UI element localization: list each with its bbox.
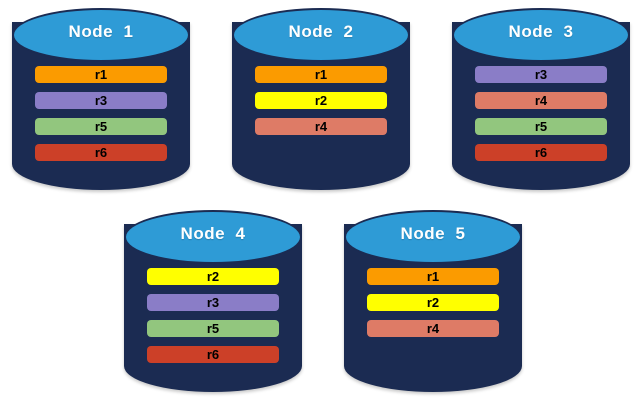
cylinder-top-ellipse [12, 8, 190, 62]
replica-bar[interactable]: r2 [147, 268, 279, 285]
replica-bar[interactable]: r3 [147, 294, 279, 311]
replica-bar[interactable]: r6 [147, 346, 279, 363]
replica-bar-list: r1 r2 r4 [255, 66, 387, 135]
replica-bar[interactable]: r4 [367, 320, 499, 337]
cylinder-top-ellipse [344, 210, 522, 264]
replica-bar[interactable]: r4 [255, 118, 387, 135]
node-cylinder[interactable]: Node 3 r3 r4 r5 r6 [452, 8, 630, 190]
replica-bar[interactable]: r5 [147, 320, 279, 337]
node-label: Node 4 [180, 224, 246, 243]
node-label: Node 2 [288, 22, 354, 41]
replica-bar[interactable]: r1 [35, 66, 167, 83]
replica-bar-list: r2 r3 r5 r6 [147, 268, 279, 363]
replica-bar[interactable]: r4 [475, 92, 607, 109]
node-cylinder[interactable]: Node 2 r1 r2 r4 [232, 8, 410, 190]
replica-bar[interactable]: r3 [35, 92, 167, 109]
replica-bar-list: r1 r2 r4 [367, 268, 499, 337]
node-label: Node 3 [508, 22, 574, 41]
replica-bar[interactable]: r5 [475, 118, 607, 135]
replica-bar[interactable]: r6 [475, 144, 607, 161]
node-label: Node 5 [400, 224, 466, 243]
replica-bar-list: r3 r4 r5 r6 [475, 66, 607, 161]
replica-bar[interactable]: r3 [475, 66, 607, 83]
replica-bar[interactable]: r1 [367, 268, 499, 285]
node-cylinder[interactable]: Node 5 r1 r2 r4 [344, 210, 522, 392]
node-label: Node 1 [68, 22, 134, 41]
replica-bar[interactable]: r2 [367, 294, 499, 311]
node-cylinder[interactable]: Node 4 r2 r3 r5 r6 [124, 210, 302, 392]
cylinder-top-ellipse [452, 8, 630, 62]
replica-bar[interactable]: r5 [35, 118, 167, 135]
replica-bar[interactable]: r2 [255, 92, 387, 109]
cylinder-top-ellipse [232, 8, 410, 62]
node-cylinder[interactable]: Node 1 r1 r3 r5 r6 [12, 8, 190, 190]
replica-bar[interactable]: r6 [35, 144, 167, 161]
cylinder-top-ellipse [124, 210, 302, 264]
replica-bar-list: r1 r3 r5 r6 [35, 66, 167, 161]
replica-bar[interactable]: r1 [255, 66, 387, 83]
